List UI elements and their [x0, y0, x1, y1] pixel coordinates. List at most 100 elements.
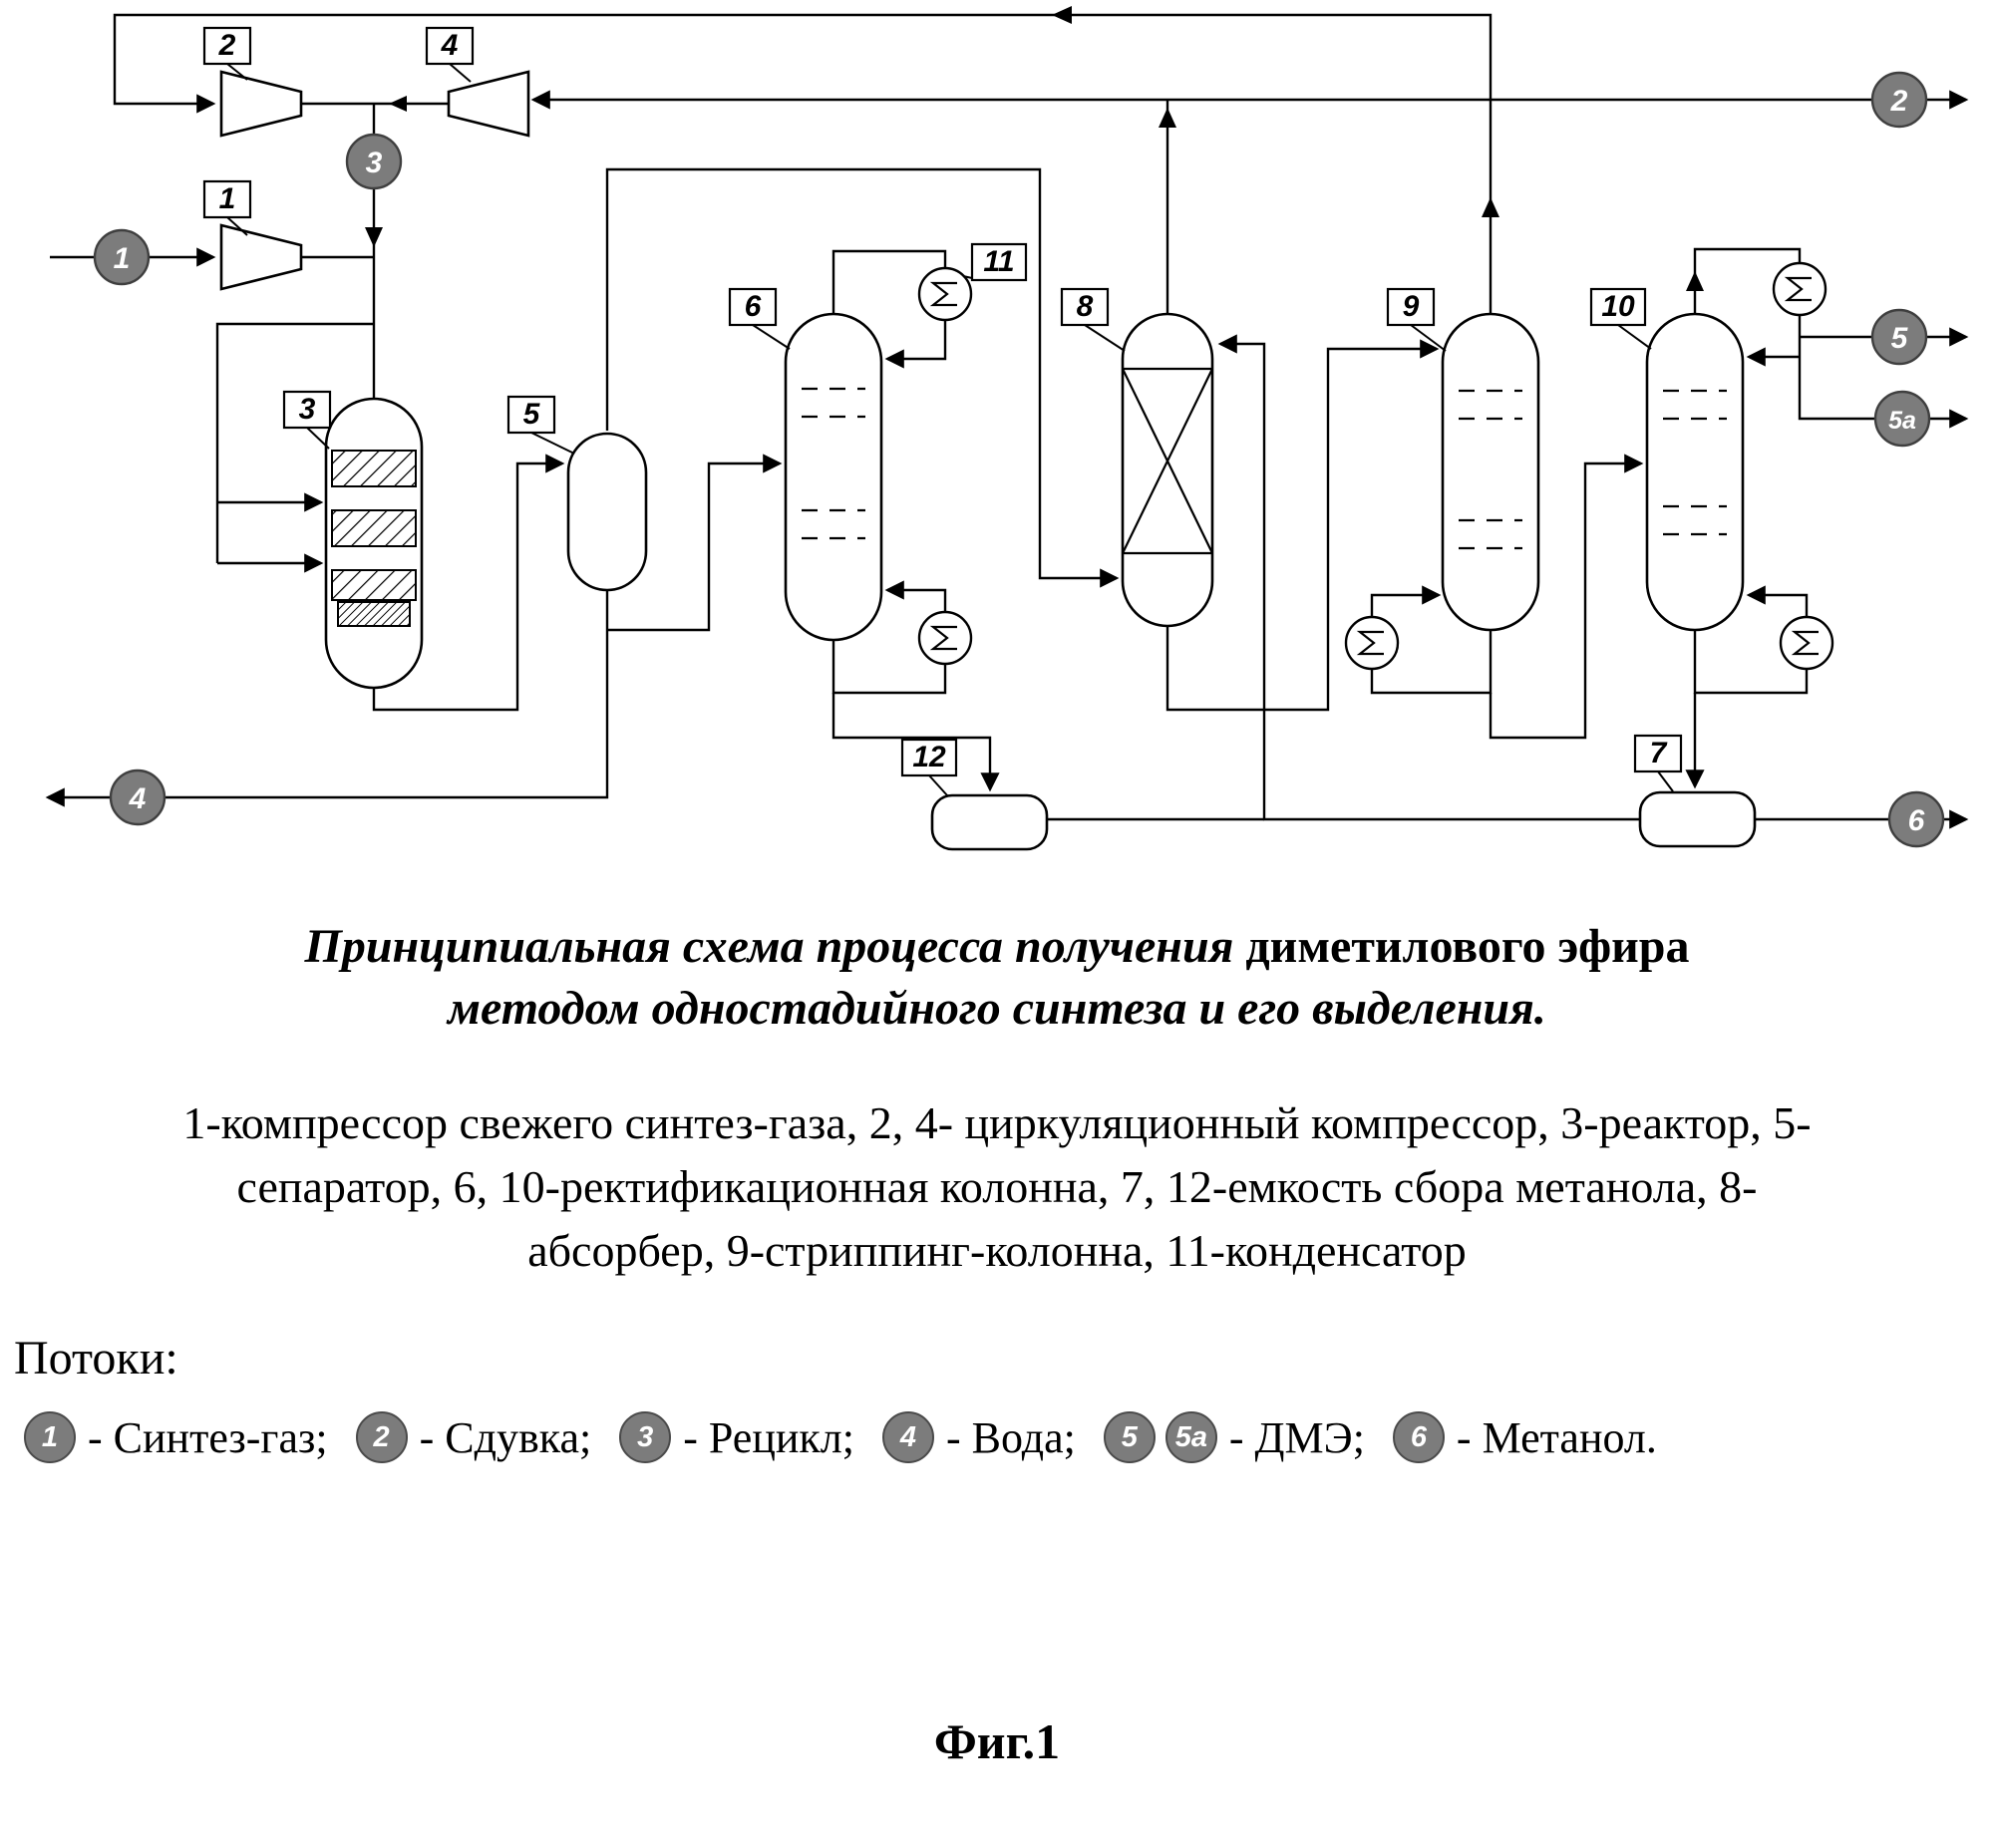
legend-label-4: - Вода;: [945, 1412, 1076, 1462]
label-text: 5: [523, 398, 541, 431]
label-text: 7: [1650, 737, 1668, 770]
compressor-4-body: [447, 70, 530, 138]
stream-marker-4: 4: [109, 769, 166, 826]
stream-legend: 1 - Синтез-газ; 2 - Сдувка; 3 - Рецикл; …: [14, 1411, 1994, 1463]
stream-number: 3: [366, 147, 383, 179]
equipment-label-9: 9: [1386, 287, 1447, 352]
label-box: [1386, 287, 1436, 327]
stream-circle: [93, 228, 151, 286]
condenser-11: [917, 266, 973, 322]
label-box: [1060, 287, 1110, 327]
catalyst-bed-2: [331, 509, 417, 547]
arrow-main-down: [365, 227, 383, 247]
stream-marker-1: 1: [93, 228, 151, 286]
equipment-label-3: 3: [282, 390, 332, 450]
absorber-8: [1121, 312, 1214, 628]
label-box: [506, 395, 556, 435]
legend-circle-6: 6: [1392, 1411, 1445, 1463]
label-text: 12: [912, 741, 946, 773]
legend-circle-5a: 5а: [1164, 1411, 1217, 1463]
title-line-2: методом одностадийного синтеза и его выд…: [448, 982, 1546, 1035]
pipe-column6-reboiler-return: [884, 580, 947, 612]
stream-number: 5а: [1888, 407, 1916, 435]
equipment-label-2: 2: [202, 26, 252, 81]
reboiler-column-6: [917, 610, 973, 666]
reboiler-column-9: [1344, 615, 1400, 671]
heat-exchanger-icon: [1356, 630, 1384, 656]
label-box: [970, 242, 1028, 282]
heat-exchanger-icon: [1784, 276, 1812, 302]
equipment-label-8: 8: [1060, 287, 1126, 352]
label-text: 10: [1601, 290, 1635, 323]
absorber-8-shell: [1121, 312, 1214, 628]
label-box: [1633, 734, 1683, 773]
vessel-12-shell: [930, 793, 1049, 851]
stream-marker-6: 6: [1887, 790, 1945, 848]
label-leader: [1410, 324, 1447, 352]
pipe-column6-reflux: [884, 320, 947, 369]
pipe-column10-reboiler-return: [1746, 585, 1809, 617]
stream-circle: [1870, 71, 1928, 129]
separator-5-shell: [566, 432, 648, 592]
arrow-col10-overhead-up: [1686, 271, 1704, 291]
legend-item-5: 5 5а - ДМЭ;: [1094, 1411, 1383, 1463]
label-leader: [1084, 324, 1126, 352]
pipe-column6-overhead: [831, 249, 947, 314]
legend-circle-3: 3: [619, 1411, 672, 1463]
legend-item-2: 2 - Сдувка;: [346, 1411, 610, 1463]
compressor-1-body: [219, 223, 303, 291]
equipment-label-1: 1: [202, 179, 252, 236]
label-text: 9: [1403, 290, 1420, 323]
label-leader: [752, 324, 791, 350]
process-flow-diagram: 2 4 1 3 5 6 11: [45, 6, 1969, 851]
equipment-label-5: 5: [506, 395, 575, 455]
label-box: [1589, 287, 1647, 327]
title-line1-italic: Принципиальная схема процесса получения: [304, 920, 1234, 973]
absorber-packing-cross-2: [1122, 368, 1213, 554]
vessel-12: [930, 793, 1049, 851]
title-line1-bold: диметилового эфира: [1245, 920, 1690, 973]
catalyst-bed-3: [331, 569, 417, 601]
heat-exchanger-icon: [929, 625, 957, 651]
stream-marker-3: 3: [345, 133, 403, 190]
catalyst-bed-4: [337, 601, 411, 627]
arrow-purge-up: [1159, 108, 1176, 128]
stream-markers: 1 2 3 4 5 5а 6: [93, 71, 1945, 848]
reboiler-10-body: [1779, 615, 1834, 671]
label-leader: [449, 63, 472, 83]
equipment-label-6: 6: [728, 287, 791, 350]
stream-circle: [1873, 390, 1931, 448]
legend-circle-5: 5: [1103, 1411, 1156, 1463]
label-leader: [1657, 770, 1674, 792]
streams-heading: Потоки:: [14, 1332, 178, 1385]
pipe-column9-reboiler-supply: [1370, 630, 1493, 695]
stream-number: 6: [1908, 804, 1925, 837]
legend-circle-4: 4: [881, 1411, 934, 1463]
legend-label-5: - ДМЭ;: [1228, 1412, 1365, 1462]
pipe-column6-reboiler-supply: [831, 640, 947, 695]
label-box: [728, 287, 778, 327]
equipment-list: 1-компрессор свежего синтез-газа, 2, 4- …: [182, 1097, 1812, 1276]
catalyst-bed-1: [331, 450, 417, 487]
figure-title: Принципиальная схема процесса получения …: [0, 916, 1994, 1040]
equipment-label-11: 11: [962, 242, 1028, 282]
legend-label-2: - Сдувка;: [419, 1412, 592, 1462]
flow-arrows: [365, 6, 1704, 291]
arrow-comp4-outlet-left: [389, 96, 407, 112]
pipe-column6-feed: [607, 454, 783, 632]
column-10: [1645, 312, 1745, 632]
heat-exchanger-icon: [1791, 630, 1819, 656]
title-line-1: Принципиальная схема процесса получения …: [0, 916, 1994, 978]
label-box: [202, 26, 252, 66]
separator-5: [566, 432, 648, 592]
legend-label-6: - Метанол.: [1456, 1412, 1657, 1462]
heat-exchanger-icon: [929, 281, 957, 307]
condenser-10-body: [1772, 261, 1828, 317]
pipe-column10-reboiler-supply: [1693, 630, 1809, 695]
column-9-shell: [1441, 312, 1540, 632]
label-text: 2: [218, 29, 236, 62]
pipe-reactor-outlet: [372, 454, 565, 712]
label-box: [282, 390, 332, 430]
stream-circle: [345, 133, 403, 190]
compressor-2-body: [219, 70, 303, 138]
